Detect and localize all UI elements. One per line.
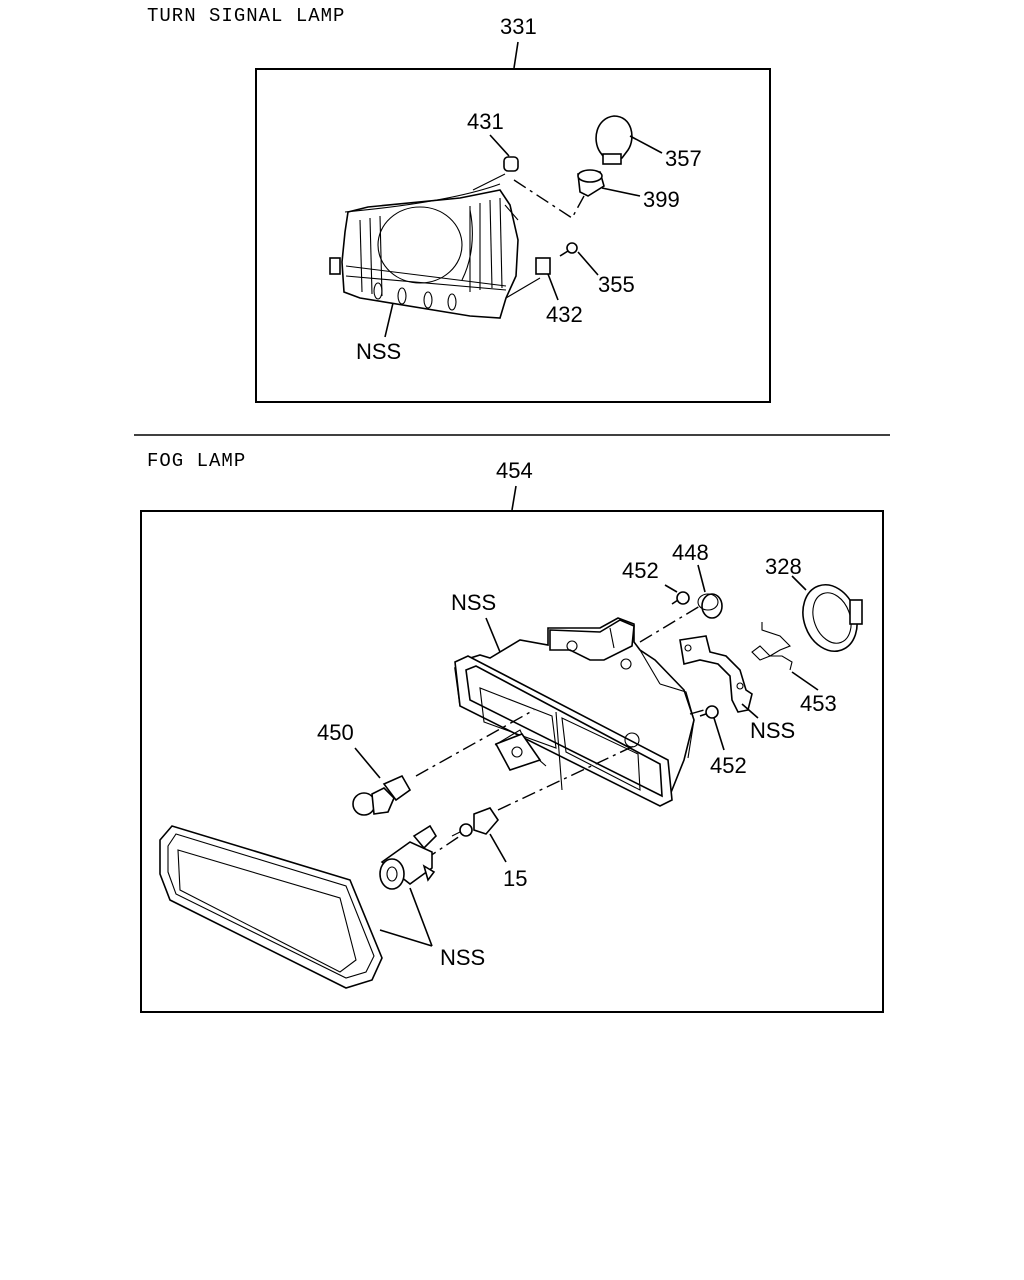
fog-lamp-housing (454, 617, 695, 807)
part-357-bulb (595, 115, 663, 165)
callout-357: 357 (665, 146, 702, 171)
part-355-screw (559, 242, 599, 276)
fog-nss-lens-leader (379, 887, 433, 947)
part-452-screw-top (664, 584, 690, 605)
turn-signal-assembly-number: 331 (500, 14, 537, 39)
callout-452-lower: 452 (710, 753, 747, 778)
fog-lamp-socket (379, 824, 438, 890)
part-328-ring (791, 575, 863, 652)
callout-15: 15 (503, 866, 527, 891)
callout-fog-nss-bracket: NSS (750, 718, 795, 743)
fog-lamp-title: FOG LAMP (147, 450, 246, 472)
fog-dash-5 (689, 709, 705, 715)
callout-452-top: 452 (622, 558, 659, 583)
turn-signal-assembly-leader (513, 41, 519, 69)
part-431-grommet (472, 134, 519, 191)
part-448-bushing (697, 564, 723, 619)
callout-432: 432 (546, 302, 583, 327)
fog-dash-2 (415, 709, 535, 777)
callout-355: 355 (598, 272, 635, 297)
callout-431: 431 (467, 109, 504, 134)
turn-signal-title: TURN SIGNAL LAMP (147, 5, 345, 27)
fog-dash-1 (639, 605, 701, 643)
turn-signal-nss-leader (384, 302, 394, 338)
fog-nss-housing-leader (485, 617, 501, 653)
turn-signal-frame (255, 68, 771, 403)
callout-fog-nss-housing: NSS (451, 590, 496, 615)
part-432-clip (535, 257, 559, 301)
callout-448: 448 (672, 540, 709, 565)
fog-lamp-bracket (679, 635, 759, 719)
fog-lamp-frame (140, 510, 884, 1013)
callout-328: 328 (765, 554, 802, 579)
turn-signal-lens (329, 183, 541, 319)
turn-signal-assembly-path (513, 179, 585, 220)
callout-399: 399 (643, 187, 680, 212)
part-450-bulb (352, 747, 412, 816)
part-399-socket (577, 169, 641, 197)
turn-signal-section: TURN SIGNAL LAMP 331 (147, 5, 771, 403)
callout-450: 450 (317, 720, 354, 745)
callout-453: 453 (800, 691, 837, 716)
part-452-screw-lower (699, 705, 725, 751)
callout-fog-nss-lens: NSS (440, 945, 485, 970)
fog-lamp-section: FOG LAMP 454 (140, 450, 884, 1013)
fog-lamp-assembly-number: 454 (496, 458, 533, 483)
fog-dash-3 (497, 743, 639, 811)
fog-lamp-assembly-leader (511, 485, 517, 511)
callout-turn-signal-nss: NSS (356, 339, 401, 364)
part-453-wire (751, 622, 819, 691)
part-15-bulb (451, 807, 507, 863)
fog-lamp-lens (159, 825, 383, 989)
